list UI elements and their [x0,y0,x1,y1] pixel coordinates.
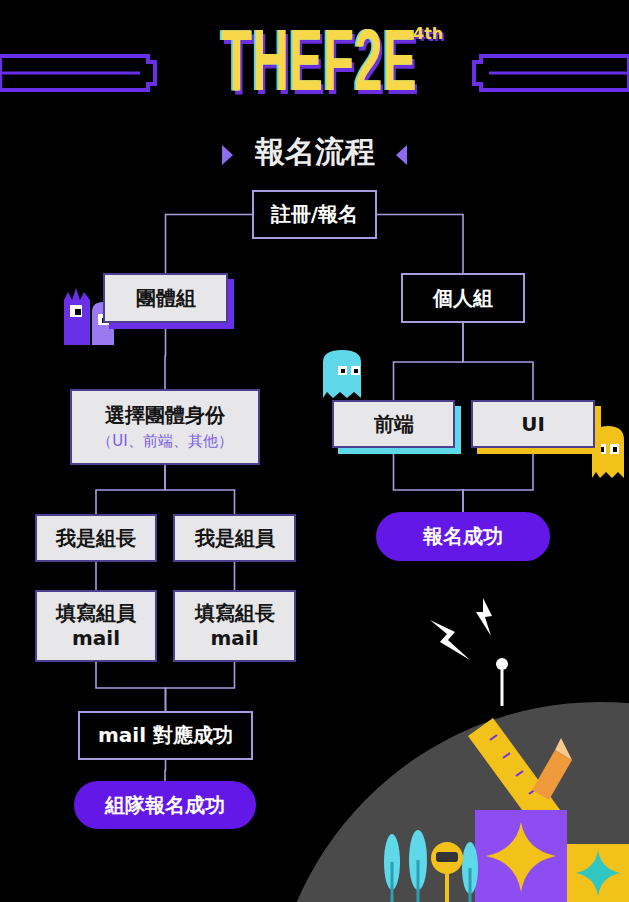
cyan-ghost-part [338,366,347,375]
flow-connector [166,215,253,274]
yellow-ghost-part [592,426,624,478]
purple-monsters-part [70,305,82,317]
flow-connector [95,562,97,590]
lightning [430,598,492,660]
yellow-box-part [567,844,629,902]
purple-monsters-part [75,309,81,315]
solo-box: 個人組 [401,273,525,323]
flow-connector [164,760,166,781]
planet [270,658,629,902]
flow-connector [463,448,533,512]
flow-connector [234,562,236,590]
yellow-ghost-part [600,447,604,452]
pencil-part [532,750,572,800]
match-box: mail 對應成功 [78,711,253,760]
yellow-ghost-part [610,444,619,454]
success-pill: 報名成功 [376,512,550,561]
purple-box-part [486,822,556,892]
title-triangles-part [222,145,233,165]
cyan-ghost-part [354,369,358,373]
trees-part [469,868,472,902]
node-label: 個人組 [433,286,493,311]
node-subtitle: （UI、前端、其他） [97,432,232,451]
flow-connector [377,215,463,274]
cyan-ghost-part [341,369,345,373]
header-bars-part [0,72,140,75]
yellow-box [567,844,629,902]
node-label: 填寫組長 mail [190,601,280,651]
yellow-box-part [576,850,620,896]
road-sign [431,842,463,902]
lightning-part [430,620,470,660]
road-sign-part [436,852,458,862]
cyan-ghost [323,350,361,398]
role-box: 我是組長 [35,514,157,562]
road-sign-part [445,870,449,902]
lightning-part [476,598,492,636]
role-box: 我是組員 [173,514,296,562]
flow-connector [394,448,464,512]
flow-title: 報名流程 [0,134,629,170]
flow-connector [165,465,235,514]
flow-connector [96,465,165,514]
purple-monsters-part [64,288,90,345]
trees-part [391,862,394,902]
node-label: UI [521,412,545,437]
group-box: 團體組 [103,273,228,323]
node-label: 我是組員 [195,526,275,551]
flow-connector [394,323,464,400]
flow-connector [96,662,166,711]
cyan-ghost-part [351,366,360,375]
header-bars-part [489,72,629,75]
edition-mark: 4th [413,26,463,42]
ruler-part [490,735,536,794]
node-label: 組隊報名成功 [105,793,225,818]
logo-text: THEF2E [221,16,395,104]
cyan-ghost-part [323,350,361,398]
mail-box: 填寫組長 mail [173,590,296,662]
header-bars-part [0,56,155,90]
trees-part [417,860,420,902]
track-box: 前端 [332,400,455,448]
yellow-ghost-part [597,444,606,454]
purple-box-part [475,810,567,902]
purple-box [475,810,567,902]
planet-part [496,658,508,670]
track-box: UI [471,400,595,448]
header-bars-part [474,56,629,90]
node-label: mail 對應成功 [98,723,233,748]
node-label: 選擇團體身份 [105,403,225,428]
flow-connector [463,323,533,400]
trees [384,830,478,902]
title-triangles-part [396,145,407,165]
flow-connector [164,323,166,389]
yellow-ghost [592,426,624,478]
success-pill: 組隊報名成功 [74,781,256,829]
road-sign-part [431,842,463,874]
planet-part [270,702,629,902]
node-label: 報名成功 [423,524,503,549]
node-label: 我是組長 [56,526,136,551]
node-label: 註冊/報名 [271,202,358,227]
pencil [532,738,572,800]
choice-box: 選擇團體身份 （UI、前端、其他） [70,389,260,465]
yellow-ghost-part [613,447,617,452]
mail-box: 填寫組員 mail [35,590,157,662]
node-label: 前端 [374,412,414,437]
start-box: 註冊/報名 [252,190,377,239]
planet-part [501,665,504,706]
node-label: 填寫組員 mail [51,601,141,651]
flow-connector [166,662,235,711]
pencil-part [555,738,572,760]
node-label: 團體組 [136,286,196,311]
